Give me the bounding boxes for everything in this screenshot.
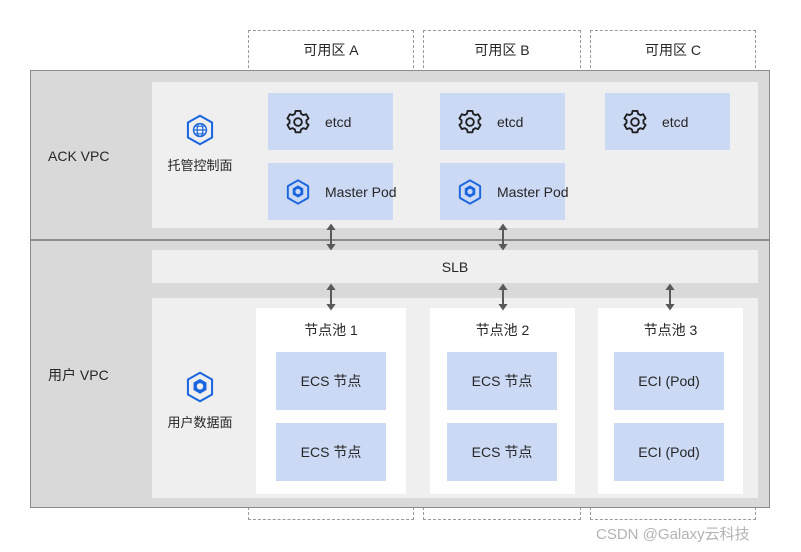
component-label: Master Pod xyxy=(325,183,397,200)
hexagon-cube-icon xyxy=(458,178,482,205)
control-plane-block: 托管控制面 xyxy=(160,98,240,188)
control-plane-label: 托管控制面 xyxy=(167,157,233,173)
slb-strip: SLB xyxy=(152,250,758,283)
node-label: ECI (Pod) xyxy=(638,444,700,460)
gear-icon xyxy=(623,109,647,133)
user-vpc-label: 用户 VPC xyxy=(48,367,109,383)
connector-arrow-master-pod-a-to-slb xyxy=(326,223,336,251)
node-label: ECS 节点 xyxy=(471,373,533,389)
component-etcd-az-b: etcd xyxy=(440,93,565,150)
node-box-ecs-1-2: ECS 节点 xyxy=(276,423,386,481)
zone-title-az-c: 可用区 C xyxy=(645,42,701,58)
connector-arrow-slb-to-node-pool-2 xyxy=(498,283,508,311)
zone-title-az-a: 可用区 A xyxy=(303,42,359,58)
connector-arrow-slb-to-node-pool-3 xyxy=(665,283,675,311)
node-box-ecs-2-1: ECS 节点 xyxy=(447,352,557,410)
component-etcd-az-a: etcd xyxy=(268,93,393,150)
zone-title-az-b: 可用区 B xyxy=(474,42,530,58)
component-master-pod-az-b: Master Pod xyxy=(440,163,569,220)
node-label: ECS 节点 xyxy=(300,444,362,460)
connector-arrow-slb-to-node-pool-1 xyxy=(326,283,336,311)
watermark: CSDN @Galaxy云科技 xyxy=(596,526,750,543)
node-label: ECS 节点 xyxy=(471,444,533,460)
component-master-pod-az-a: Master Pod xyxy=(268,163,397,220)
connector-arrow-master-pod-b-to-slb xyxy=(498,223,508,251)
component-label: etcd xyxy=(662,113,689,130)
gear-icon xyxy=(286,109,310,133)
gear-icon xyxy=(458,109,482,133)
component-etcd-az-c: etcd xyxy=(605,93,730,150)
node-pool-title-1: 节点池 1 xyxy=(304,322,358,338)
node-box-ecs-2-2: ECS 节点 xyxy=(447,423,557,481)
data-plane-label: 用户数据面 xyxy=(167,414,233,430)
data-plane-block: 用户数据面 xyxy=(160,355,240,445)
hexagon-globe-icon xyxy=(186,114,214,145)
node-box-ecs-1-1: ECS 节点 xyxy=(276,352,386,410)
hexagon-cube-icon xyxy=(286,178,310,205)
component-label: Master Pod xyxy=(497,183,569,200)
component-label: etcd xyxy=(325,113,352,130)
hexagon-cube-icon xyxy=(186,371,214,402)
slb-label: SLB xyxy=(441,258,469,275)
node-pool-title-3: 节点池 3 xyxy=(643,322,698,338)
node-pool-title-2: 节点池 2 xyxy=(475,322,530,338)
node-box-eci-3-2: ECI (Pod) xyxy=(614,423,724,481)
component-label: etcd xyxy=(497,113,524,130)
node-box-eci-3-1: ECI (Pod) xyxy=(614,352,724,410)
node-label: ECI (Pod) xyxy=(638,373,700,389)
node-label: ECS 节点 xyxy=(300,373,362,389)
ack-vpc-label: ACK VPC xyxy=(48,148,110,164)
